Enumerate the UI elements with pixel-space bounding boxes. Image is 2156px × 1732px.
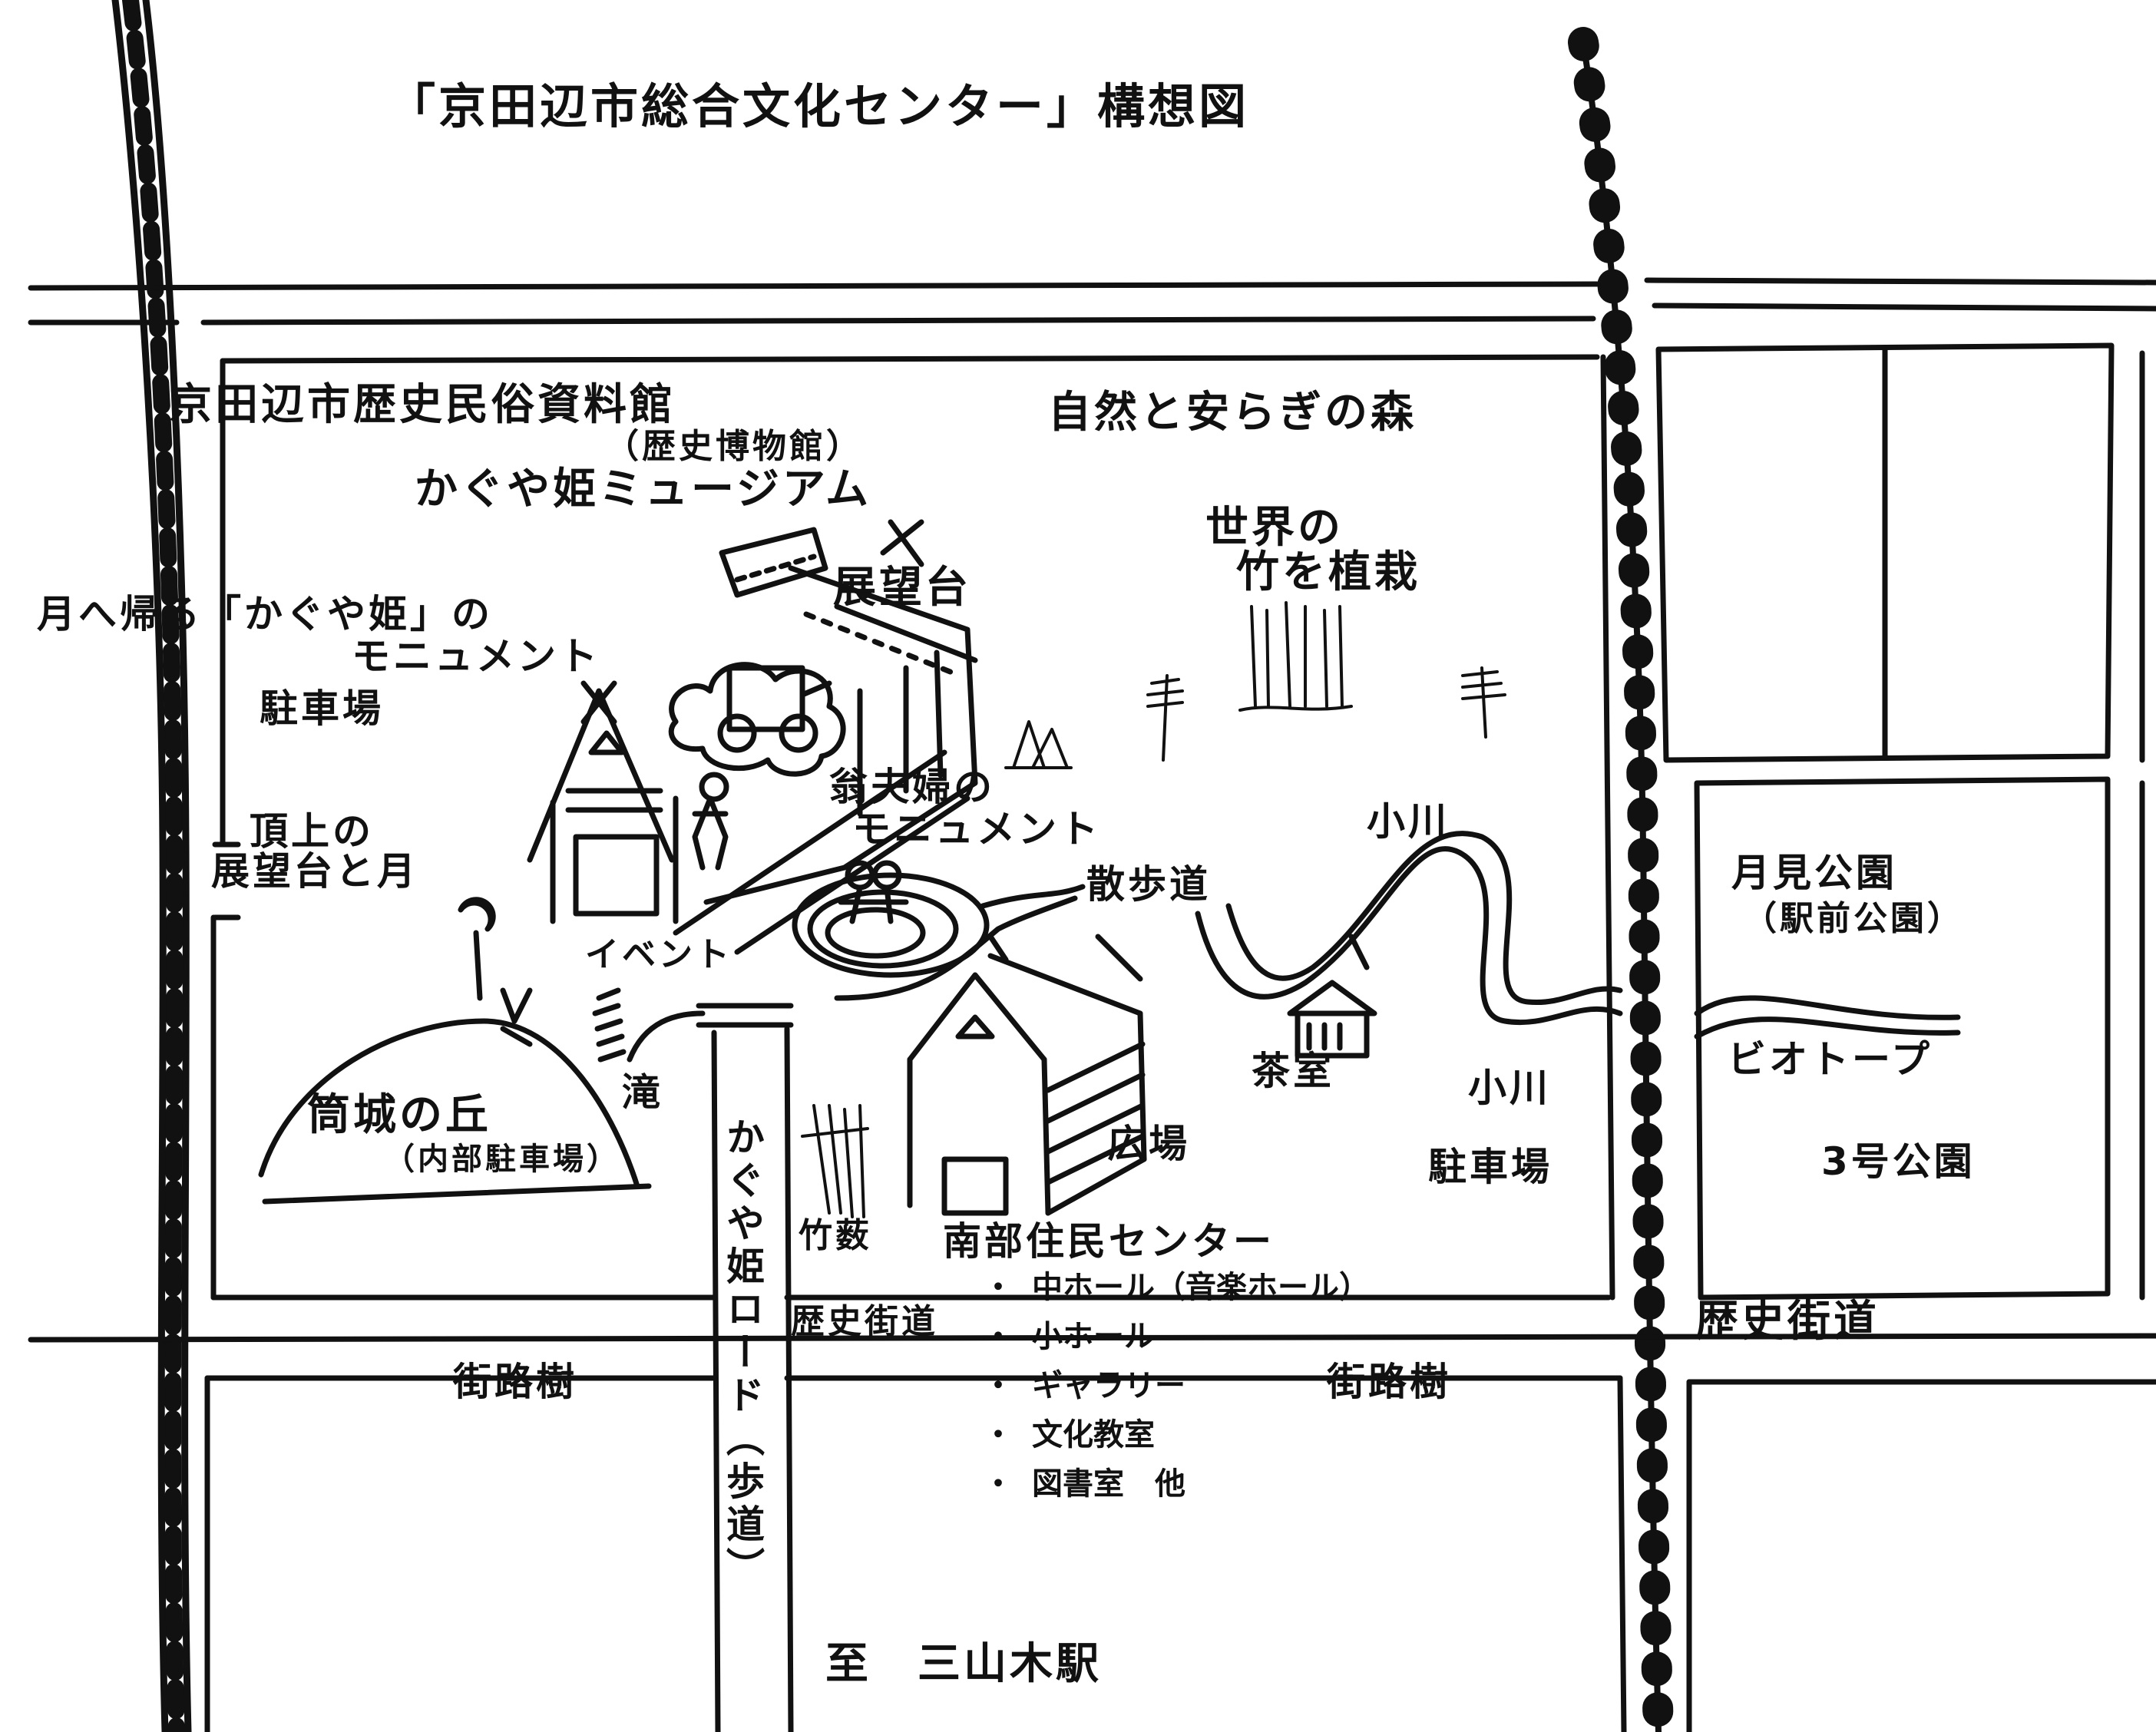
center-label: 南部住民センター xyxy=(943,1219,1275,1264)
kaguya-monument-label-2: モニュメント xyxy=(352,634,600,679)
bamboo-world-label-1: 世界の xyxy=(1205,503,1344,553)
facility-list: 中ホール（音楽ホール） 小ホール ギャラリー 文化教室 図書室 他 xyxy=(983,1263,1370,1509)
biotope-label: ビオトープ xyxy=(1728,1037,1933,1082)
stream xyxy=(1195,831,1961,1040)
west-building xyxy=(527,680,679,924)
observatory-label: 展望台 xyxy=(833,563,971,613)
facility-item: 文化教室 xyxy=(983,1410,1370,1459)
stream-label-2: 小川 xyxy=(1468,1066,1551,1110)
okina-label-1: 翁夫婦の xyxy=(829,765,995,809)
path-to-pond xyxy=(673,749,971,955)
history-road-label-2: 歴史街道 xyxy=(1695,1297,1880,1347)
kaguya-monument-label-1: 月へ帰る「かぐや姫」の xyxy=(37,592,493,636)
waterfall-label: 滝 xyxy=(622,1070,663,1115)
carriage-monument xyxy=(668,662,846,777)
promenade-lines xyxy=(834,884,1086,1001)
center-building xyxy=(907,934,1147,1216)
kaguya-museum-label: かぐや姫ミュージアム xyxy=(415,464,871,514)
okina-label-2: モニュメント xyxy=(852,807,1101,851)
facility-item: 小ホール xyxy=(983,1312,1370,1361)
promenade-label: 散歩道 xyxy=(1086,862,1211,907)
park3-label: 3号公園 xyxy=(1821,1139,1976,1184)
event-bridge xyxy=(696,1003,794,1028)
road-top xyxy=(28,277,2156,326)
facility-item: ギャラリー xyxy=(983,1361,1370,1410)
right-blocks xyxy=(1655,342,2145,1301)
bamboo-world xyxy=(801,601,1506,1218)
railway-right xyxy=(1568,27,1674,1732)
event-label: イベント xyxy=(585,935,732,974)
main-block xyxy=(210,354,1615,1301)
tsutsuki-hill xyxy=(258,1018,652,1205)
trees-label-1: 街路樹 xyxy=(453,1360,577,1404)
map-title: 「京田辺市総合文化センター」構想図 xyxy=(388,78,1250,134)
forest-label: 自然と安らぎの森 xyxy=(1048,388,1417,438)
tsukimi-park-label: 月見公園 xyxy=(1731,851,1897,895)
okina-pond xyxy=(792,860,990,978)
railway-left xyxy=(111,0,192,1732)
kaguya-road-label: かぐや姫ロード（歩道） xyxy=(720,1117,765,1590)
teahouse-label: 茶室 xyxy=(1252,1049,1334,1093)
to-station-label: 至 三山木駅 xyxy=(825,1639,1102,1689)
facility-item: 中ホール（音楽ホール） xyxy=(983,1263,1370,1312)
plaza-label: 広場 xyxy=(1107,1122,1190,1166)
kaguya-road-lines xyxy=(711,1026,794,1732)
bamboo-world-label-2: 竹を植栽 xyxy=(1236,547,1420,597)
parking-e-label: 駐車場 xyxy=(1428,1145,1553,1189)
museum-label: 京田辺市歴史民俗資料館 xyxy=(169,380,676,430)
summit-observatory xyxy=(458,897,533,1047)
bamboo-grove-label: 竹薮 xyxy=(799,1216,872,1255)
tsutsuki-hill-label: 筒城の丘 xyxy=(307,1090,491,1140)
summit-label-2: 展望台と月 xyxy=(211,849,418,894)
summit-label-1: 頂上の xyxy=(250,809,374,854)
walking-figure xyxy=(692,772,729,871)
station-park-label: （駅前公園） xyxy=(1743,899,1964,938)
teahouse xyxy=(1287,934,1377,1059)
stream-label-1: 小川 xyxy=(1367,799,1450,844)
waterfall xyxy=(592,987,706,1063)
museum-alt-label: （歴史博物館） xyxy=(605,427,863,466)
history-road-label-1: 歴史街道 xyxy=(791,1302,938,1341)
facility-item: 図書室 他 xyxy=(983,1459,1370,1509)
tsutsuki-parking-label: （内部駐車場） xyxy=(384,1142,620,1177)
parking-nw-label: 駐車場 xyxy=(260,686,384,731)
